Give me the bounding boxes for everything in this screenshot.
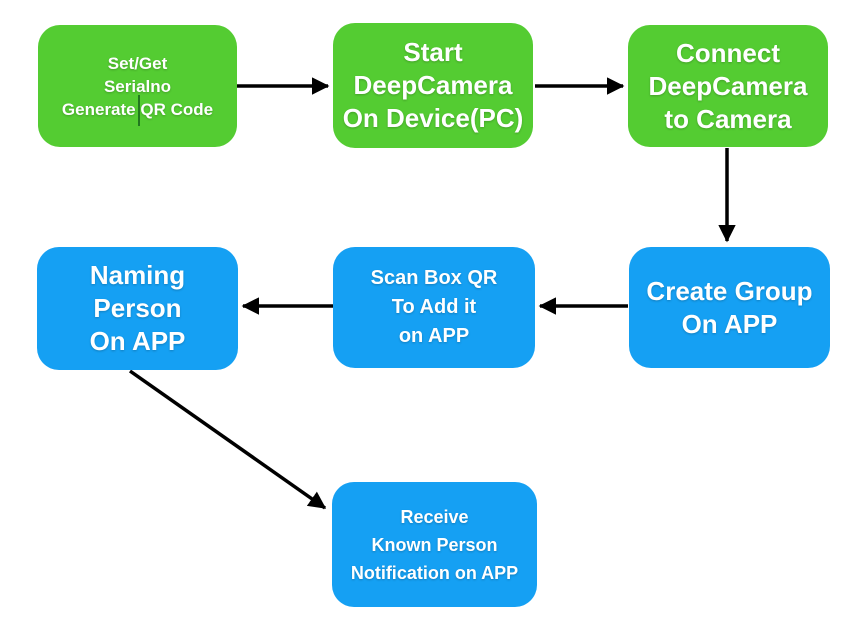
- node-scan-box-qr: Scan Box QR To Add it on APP: [333, 247, 535, 368]
- node-receive-notification-label: Receive Known Person Notification on APP: [350, 506, 519, 583]
- node-naming-person-label: Naming Person On APP: [89, 260, 186, 356]
- node-connect-deepcamera-label: Connect DeepCamera to Camera: [648, 37, 808, 134]
- node-receive-notification: Receive Known Person Notification on APP: [332, 482, 537, 607]
- node-naming-person: Naming Person On APP: [37, 247, 238, 370]
- node-connect-deepcamera: Connect DeepCamera to Camera: [628, 25, 828, 147]
- node-set-get-serialno-label: Set/Get Serialno Generate QR Code: [61, 53, 214, 119]
- arrow-naming-to-receive: [128, 369, 327, 510]
- node-set-get-serialno: Set/Get Serialno Generate QR Code: [38, 25, 237, 147]
- node-scan-box-qr-label: Scan Box QR To Add it on APP: [370, 267, 498, 347]
- text-cursor: [138, 95, 140, 126]
- node-create-group: Create Group On APP: [629, 247, 830, 368]
- node-start-deepcamera: Start DeepCamera On Device(PC): [333, 23, 533, 148]
- node-create-group-label: Create Group On APP: [646, 275, 813, 339]
- node-start-deepcamera-label: Start DeepCamera On Device(PC): [342, 37, 524, 133]
